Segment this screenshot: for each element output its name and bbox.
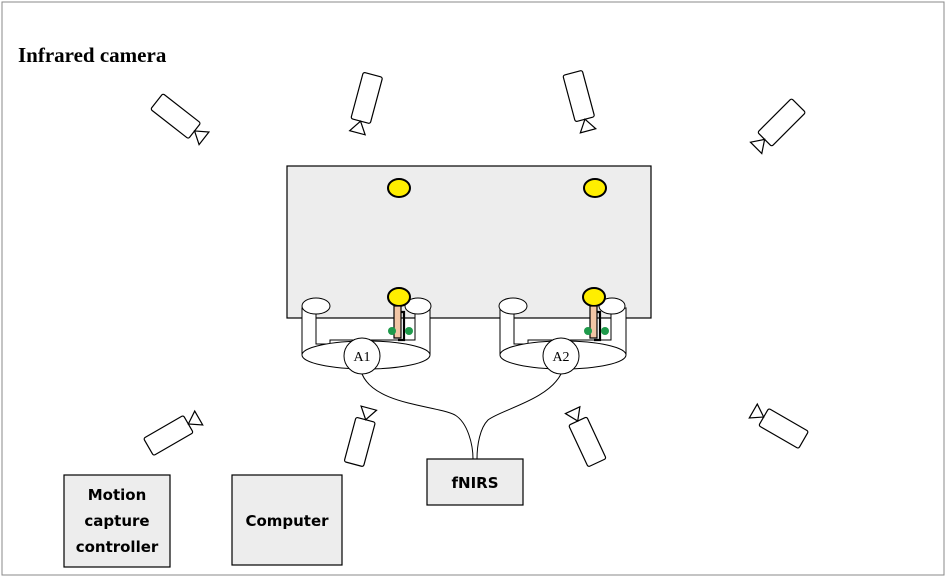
fnirs-label: fNIRS [451,474,498,492]
controller-label-line-3: controller [76,538,159,556]
reflective-marker-icon [387,178,411,198]
chair-a2: A2 [498,287,627,375]
chair-a1: A1 [301,287,432,375]
infrared-camera-icon [749,98,806,155]
reflective-marker-icon [387,287,411,307]
diagram-title: Infrared camera [18,43,167,67]
motion-capture-controller [63,474,171,568]
participant-label-a1: A1 [353,350,370,365]
reflective-marker-icon [583,178,607,198]
cable-a2 [476,373,562,460]
infrared-camera-icon [343,405,378,467]
computer-label: Computer [245,512,329,530]
fnirs-sensor-icon [405,327,413,335]
participant-label-a2: A2 [552,350,569,365]
cable-a1 [361,373,474,460]
controller-label-line-1: Motion [88,486,147,504]
reflective-marker-icon [582,287,606,307]
fnirs-sensor-icon [388,327,396,335]
infrared-camera-icon [143,409,204,456]
fnirs-sensor-icon [601,327,609,335]
infrared-camera-icon [748,402,809,449]
infrared-camera-icon [150,93,211,146]
fnirs-sensor-icon [584,327,592,335]
fnirs-device [426,458,524,506]
infrared-camera-icon [562,70,598,134]
infrared-camera-icon [564,405,607,467]
computer-device [231,474,343,566]
controller-label-line-2: capture [84,512,149,530]
infrared-camera-icon [348,72,383,136]
